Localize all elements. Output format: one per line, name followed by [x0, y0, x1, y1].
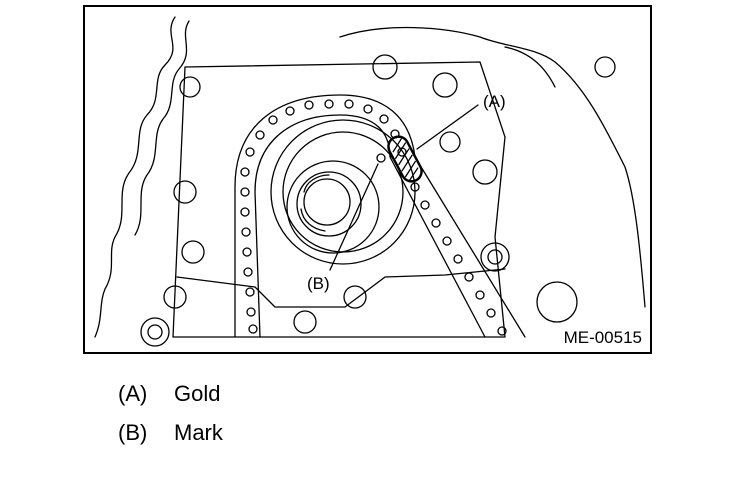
- legend-key: (B): [118, 420, 148, 445]
- timing-chain: [234, 94, 526, 338]
- gold-link: [387, 135, 423, 183]
- legend-text: Gold: [174, 381, 221, 406]
- callout-a: (A): [483, 92, 506, 111]
- legend-row-a: (A) Gold: [118, 382, 220, 406]
- diagram-figure: (A) (B) ME-00515: [83, 5, 652, 354]
- legend-key: (A): [118, 381, 148, 406]
- camshaft-bore-shading: [300, 174, 330, 232]
- cover-plate-outline: [172, 61, 506, 338]
- cover-inner-contour: [176, 268, 506, 308]
- leader-line-a: [416, 104, 479, 150]
- camshaft-bore-outer: [296, 171, 362, 237]
- legend-row-b: (B) Mark: [118, 421, 223, 445]
- figure-id: ME-00515: [563, 328, 642, 347]
- timing-mark: [376, 153, 386, 163]
- bolt-holes: [140, 54, 616, 347]
- casing-outline-right-inner: [504, 46, 556, 88]
- casing-outline-left: [94, 16, 176, 338]
- legend-text: Mark: [174, 420, 223, 445]
- casing-outline-right: [339, 26, 646, 308]
- leader-line-b: [329, 163, 379, 271]
- callout-b: (B): [307, 274, 330, 293]
- camshaft-bore-inner: [303, 178, 351, 226]
- camshaft-boss: [286, 160, 380, 254]
- engine-timing-chain-drawing: [94, 16, 646, 347]
- casing-outline-left-inner: [134, 20, 190, 236]
